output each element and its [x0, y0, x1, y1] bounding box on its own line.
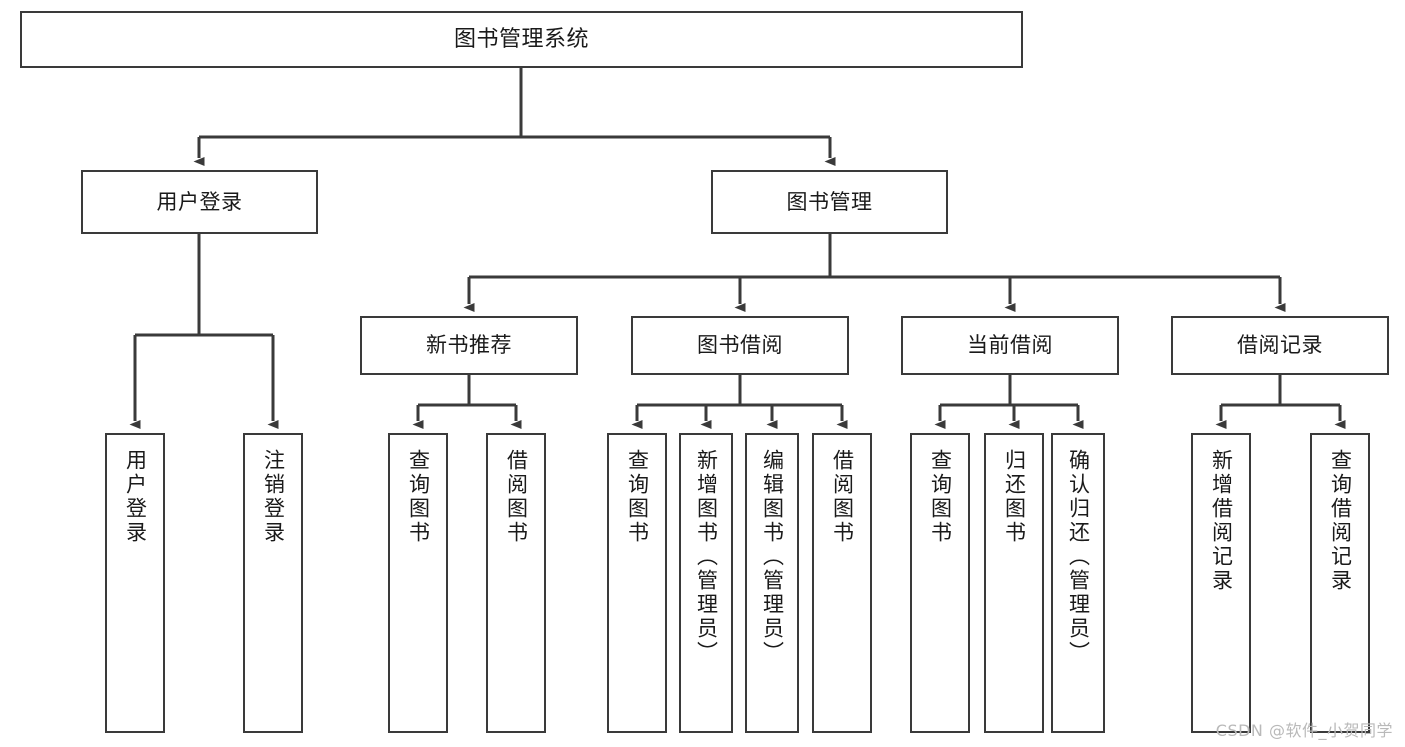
node-book-borrow[interactable]: 图书借阅: [631, 316, 849, 375]
node-leaf-borrow-book-1-label: 借阅图书: [504, 449, 529, 545]
node-leaf-edit-book[interactable]: 编辑图书（管理员）: [745, 433, 799, 733]
node-leaf-query-book-2-label: 查询图书: [625, 449, 650, 545]
node-leaf-query-record-label: 查询借阅记录: [1328, 449, 1353, 593]
node-book-borrow-label: 图书借阅: [697, 333, 783, 358]
node-leaf-logout-label: 注销登录: [261, 449, 286, 545]
node-leaf-borrow-book-1[interactable]: 借阅图书: [486, 433, 546, 733]
node-borrow-record-label: 借阅记录: [1237, 333, 1323, 358]
node-leaf-add-book[interactable]: 新增图书（管理员）: [679, 433, 733, 733]
node-leaf-user-login-label: 用户登录: [123, 449, 148, 545]
node-leaf-user-login[interactable]: 用户登录: [105, 433, 165, 733]
node-leaf-add-book-label: 新增图书（管理员）: [694, 449, 719, 665]
node-leaf-confirm-return-label: 确认归还（管理员）: [1066, 449, 1091, 665]
node-new-book-recommend-label: 新书推荐: [426, 333, 512, 358]
node-user-login[interactable]: 用户登录: [81, 170, 318, 234]
node-leaf-return-book-label: 归还图书: [1002, 449, 1027, 545]
node-book-manage[interactable]: 图书管理: [711, 170, 948, 234]
node-borrow-record[interactable]: 借阅记录: [1171, 316, 1389, 375]
node-leaf-query-book-2[interactable]: 查询图书: [607, 433, 667, 733]
node-leaf-query-record[interactable]: 查询借阅记录: [1310, 433, 1370, 733]
node-book-manage-label: 图书管理: [786, 189, 873, 214]
node-current-borrow-label: 当前借阅: [967, 333, 1053, 358]
node-user-login-label: 用户登录: [156, 189, 243, 214]
node-leaf-query-book-1[interactable]: 查询图书: [388, 433, 448, 733]
node-current-borrow[interactable]: 当前借阅: [901, 316, 1119, 375]
node-root[interactable]: 图书管理系统: [20, 11, 1023, 68]
node-root-label: 图书管理系统: [453, 26, 589, 52]
watermark-text: CSDN @软件_小贺同学: [1215, 721, 1393, 740]
node-leaf-add-record-label: 新增借阅记录: [1209, 449, 1234, 593]
node-leaf-query-book-1-label: 查询图书: [406, 449, 431, 545]
node-leaf-return-book[interactable]: 归还图书: [984, 433, 1044, 733]
node-leaf-add-record[interactable]: 新增借阅记录: [1191, 433, 1251, 733]
node-leaf-logout[interactable]: 注销登录: [243, 433, 303, 733]
node-new-book-recommend[interactable]: 新书推荐: [360, 316, 578, 375]
node-leaf-borrow-book-2[interactable]: 借阅图书: [812, 433, 872, 733]
node-leaf-edit-book-label: 编辑图书（管理员）: [760, 449, 785, 665]
node-leaf-query-book-3-label: 查询图书: [928, 449, 953, 545]
node-leaf-query-book-3[interactable]: 查询图书: [910, 433, 970, 733]
node-leaf-borrow-book-2-label: 借阅图书: [830, 449, 855, 545]
node-leaf-confirm-return[interactable]: 确认归还（管理员）: [1051, 433, 1105, 733]
